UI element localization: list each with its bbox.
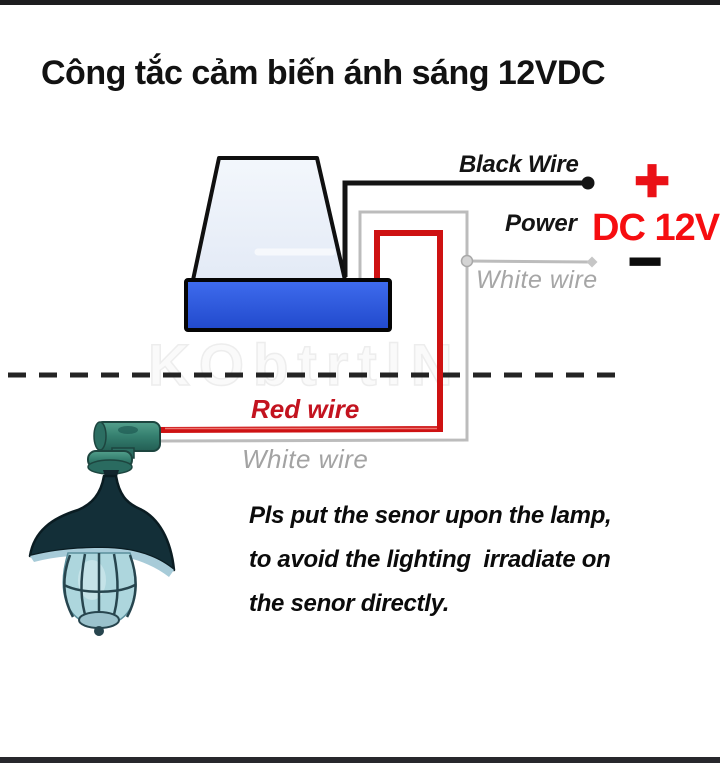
bottom-letterbox-bar bbox=[0, 757, 720, 763]
red-wire bbox=[155, 230, 443, 433]
lamp-shade bbox=[28, 474, 176, 572]
minus-polarity-symbol: − bbox=[627, 228, 663, 295]
white-wire-power-branch bbox=[466, 259, 591, 264]
note-line-1: Pls put the senor upon the lamp, bbox=[249, 502, 612, 529]
plus-polarity-symbol: + bbox=[633, 145, 671, 215]
white-wire-bottom-label: White wire bbox=[242, 444, 369, 474]
top-letterbox-bar bbox=[0, 0, 720, 5]
white-wire-end-diamond bbox=[586, 256, 598, 268]
lamp-bottom-knob bbox=[94, 626, 104, 636]
white-wire bbox=[158, 210, 469, 443]
lamp-shade-inner-rim bbox=[30, 548, 174, 577]
watermark-text: KObtrtlN bbox=[147, 332, 462, 399]
lamp bbox=[28, 421, 176, 636]
lamp-conduit-mottle bbox=[118, 426, 138, 434]
lamp-conduit-cap bbox=[93, 421, 107, 451]
power-label: Power bbox=[505, 210, 578, 237]
white-wire-top-label: White wire bbox=[476, 266, 598, 294]
note-line-2: to avoid the lighting irradiate on bbox=[249, 546, 611, 573]
sensor-housing bbox=[191, 156, 347, 282]
instruction-note: Pls put the senor upon the lamp, to avoi… bbox=[249, 494, 679, 626]
note-line-3: the senor directly. bbox=[249, 590, 450, 617]
black-wire-label: Black Wire bbox=[459, 151, 579, 178]
white-wire-junction-dot bbox=[460, 254, 474, 268]
page-title: Công tắc cảm biến ánh sáng 12VDC bbox=[41, 54, 606, 92]
black-wire-end-dot bbox=[581, 176, 595, 190]
black-wire bbox=[342, 180, 586, 277]
dc-12v-label: DC 12V bbox=[592, 207, 720, 249]
sensor-base bbox=[184, 278, 392, 332]
red-wire-label: Red wire bbox=[251, 394, 360, 424]
lamp-bottom-ring bbox=[78, 611, 120, 629]
